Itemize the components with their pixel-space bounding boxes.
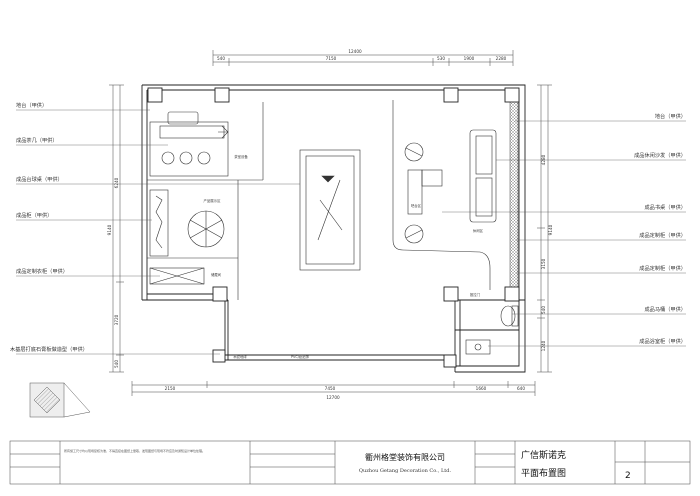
dimension-bottom	[131, 381, 536, 396]
dim-bottom-seg: 1660	[476, 386, 487, 391]
room-label-door: 推拉门	[470, 292, 481, 297]
label-left: 木基层打底石膏板做造型（甲供）	[10, 345, 88, 353]
label-left: 成品台球桌（甲供）	[16, 175, 63, 183]
label-right: 成品浴室柜（甲供）	[639, 337, 686, 345]
lounge-sofa	[469, 129, 497, 223]
label-left: 成品柜（甲供）	[16, 211, 52, 219]
label-right: 地台（甲供）	[655, 112, 686, 120]
dim-left-seg: 6240	[114, 177, 119, 188]
label-right: 成品定制柜（甲供）	[639, 264, 686, 272]
dim-top-seg: 2280	[496, 56, 507, 61]
dim-bottom-seg: 640	[517, 386, 525, 391]
dim-top-seg: 1900	[464, 56, 475, 61]
bar-area	[392, 100, 491, 290]
dim-right-total: 9140	[548, 224, 553, 235]
dim-bottom-seg: 7450	[325, 386, 336, 391]
dim-top-seg: 530	[437, 56, 445, 61]
custom-cabinet-strip	[509, 101, 519, 288]
dim-left-total: 9140	[107, 224, 112, 235]
room-label-display: 产品展示区	[204, 198, 222, 203]
dimension-top	[212, 50, 514, 66]
title-block-notes: 所有施工尺寸均以现场复核为准，不得直接在图纸上量取，发现图纸与现场不符应及时通知…	[64, 448, 205, 453]
dim-left-seg: 3720	[114, 314, 119, 325]
room-label-bar: 吧台区	[411, 203, 422, 208]
dim-top-total: 12400	[348, 49, 362, 54]
label-left: 地台（甲供）	[16, 101, 47, 109]
room-label-tea: 茶室设备	[234, 154, 248, 159]
dimension-right	[537, 84, 552, 373]
room-label-lounge: 休闲区	[473, 228, 484, 233]
walls	[141, 84, 526, 373]
dim-top-seg: 540	[217, 56, 225, 61]
project-name: 广信斯诺克	[521, 449, 566, 461]
label-right: 成品休闲沙发（甲供）	[634, 151, 686, 159]
drawing-name: 平面布置图	[521, 467, 566, 479]
label-right: 成品马桶（甲供）	[644, 305, 686, 313]
company-name-cn: 衢州格堂装饰有限公司	[365, 452, 445, 462]
label-left: 成品茶几（甲供）	[16, 136, 58, 144]
right-callouts	[442, 120, 686, 347]
dim-right-seg: 540	[541, 306, 546, 314]
compass-mark	[29, 382, 91, 418]
snooker-table	[299, 149, 361, 271]
label-left: 成品定制衣柜（甲供）	[16, 267, 68, 275]
dim-bottom-seg: 2150	[165, 386, 176, 391]
tea-room	[147, 102, 264, 181]
display-area	[147, 180, 239, 300]
company-name-en: Quzhou Getang Decoration Co., Ltd.	[359, 468, 452, 474]
left-callouts	[16, 109, 300, 355]
columns	[147, 87, 520, 368]
dim-bottom-total: 12700	[326, 395, 340, 400]
dim-right-seg: 3150	[541, 258, 546, 269]
label-right: 成品书桌（甲供）	[644, 203, 686, 211]
dim-left-seg: 540	[114, 360, 119, 368]
dim-top-seg: 7150	[326, 56, 337, 61]
floor-label: PVC/纸贴饰	[291, 354, 310, 359]
room-label-storage: 储藏间	[211, 272, 222, 277]
bathroom	[465, 305, 519, 355]
drawing-number: 2	[625, 471, 631, 481]
floor-label: 木纹地砖	[233, 354, 247, 359]
dimension-left	[109, 84, 124, 373]
label-right: 成品定制柜（甲供）	[639, 231, 686, 239]
title-block	[9, 440, 691, 485]
